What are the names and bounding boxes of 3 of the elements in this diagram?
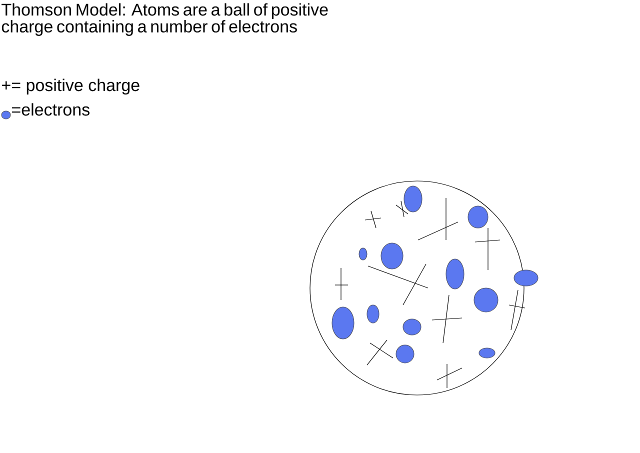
legend-text: += positive charge	[2, 78, 140, 95]
legend-text: =electrons	[12, 103, 90, 116]
title-text: Thomson Model: Atoms are a ball of positive charge containing a number of electrons	[2, 3, 328, 36]
